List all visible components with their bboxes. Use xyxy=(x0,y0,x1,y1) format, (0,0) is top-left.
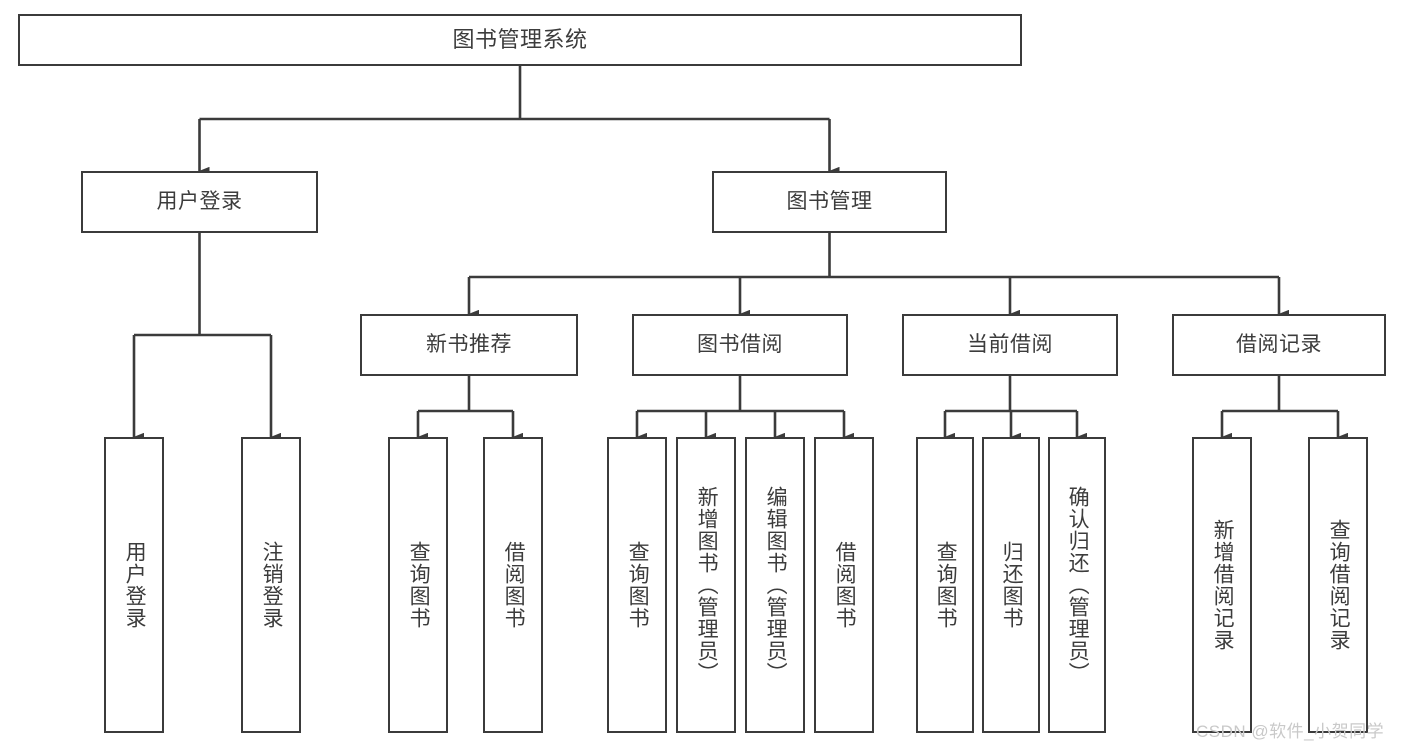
node-leaf-user-logout[interactable]: 注销登录 xyxy=(241,437,301,733)
node-borrow-record[interactable]: 借阅记录 xyxy=(1172,314,1386,376)
node-label-root: 图书管理系统 xyxy=(452,27,588,53)
node-leaf-user-login[interactable]: 用户登录 xyxy=(104,437,164,733)
node-leaf-return-book[interactable]: 归还图书 xyxy=(982,437,1040,733)
node-root[interactable]: 图书管理系统 xyxy=(18,14,1022,66)
node-leaf-query-record[interactable]: 查询借阅记录 xyxy=(1308,437,1368,733)
node-label-leaf-confirm-ret: 确认归还（管理员） xyxy=(1066,486,1090,684)
node-leaf-borrow-book-1[interactable]: 借阅图书 xyxy=(483,437,543,733)
node-leaf-query-book-1[interactable]: 查询图书 xyxy=(388,437,448,733)
node-current-borrow[interactable]: 当前借阅 xyxy=(902,314,1118,376)
node-label-leaf-edit-book: 编辑图书（管理员） xyxy=(764,486,788,684)
node-label-leaf-query-record: 查询借阅记录 xyxy=(1327,519,1351,651)
node-leaf-borrow-book-2[interactable]: 借阅图书 xyxy=(814,437,874,733)
node-label-book-manage: 图书管理 xyxy=(786,189,873,213)
node-book-manage[interactable]: 图书管理 xyxy=(712,171,947,233)
node-book-borrow[interactable]: 图书借阅 xyxy=(632,314,848,376)
node-label-leaf-add-record: 新增借阅记录 xyxy=(1211,519,1235,651)
node-leaf-edit-book[interactable]: 编辑图书（管理员） xyxy=(745,437,805,733)
node-new-book-rec[interactable]: 新书推荐 xyxy=(360,314,578,376)
node-leaf-confirm-ret[interactable]: 确认归还（管理员） xyxy=(1048,437,1106,733)
node-label-leaf-query-book-2: 查询图书 xyxy=(626,541,650,629)
node-label-leaf-query-book-1: 查询图书 xyxy=(407,541,431,629)
node-label-borrow-record: 借阅记录 xyxy=(1236,332,1322,356)
node-leaf-add-book[interactable]: 新增图书（管理员） xyxy=(676,437,736,733)
watermark-text: CSDN @软件_小贺同学 xyxy=(1196,722,1385,741)
node-label-leaf-query-book-3: 查询图书 xyxy=(934,541,958,629)
node-label-new-book-rec: 新书推荐 xyxy=(426,332,512,356)
node-label-leaf-user-logout: 注销登录 xyxy=(260,541,284,629)
node-label-leaf-add-book: 新增图书（管理员） xyxy=(695,486,719,684)
node-label-book-borrow: 图书借阅 xyxy=(697,332,783,356)
node-label-user-login: 用户登录 xyxy=(156,189,243,213)
node-user-login[interactable]: 用户登录 xyxy=(81,171,318,233)
node-label-current-borrow: 当前借阅 xyxy=(967,332,1053,356)
node-leaf-query-book-3[interactable]: 查询图书 xyxy=(916,437,974,733)
node-leaf-add-record[interactable]: 新增借阅记录 xyxy=(1192,437,1252,733)
node-label-leaf-borrow-book-1: 借阅图书 xyxy=(502,541,526,629)
node-label-leaf-user-login: 用户登录 xyxy=(123,541,147,629)
node-leaf-query-book-2[interactable]: 查询图书 xyxy=(607,437,667,733)
node-label-leaf-borrow-book-2: 借阅图书 xyxy=(833,541,857,629)
node-label-leaf-return-book: 归还图书 xyxy=(1000,541,1024,629)
